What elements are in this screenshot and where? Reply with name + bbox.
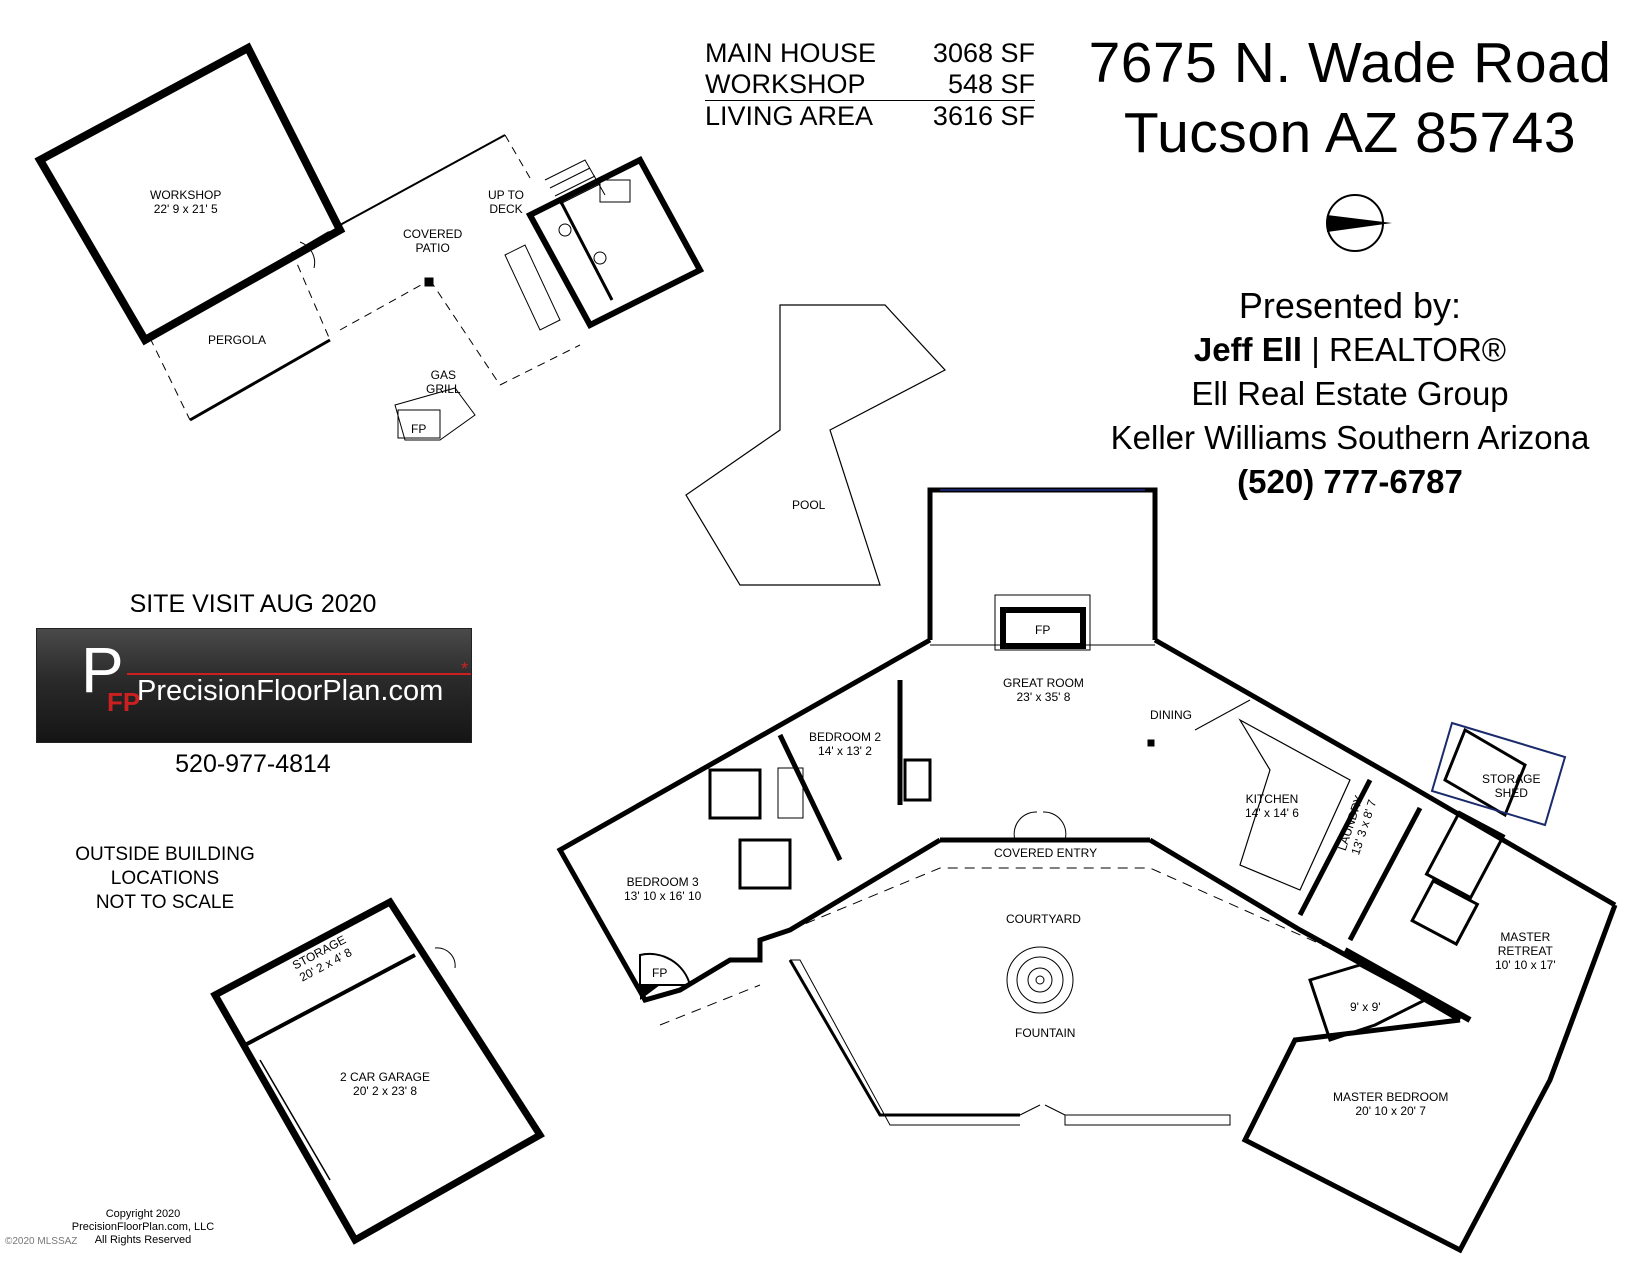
note-line: OUTSIDE BUILDING (75, 844, 255, 865)
outside-buildings-note: OUTSIDE BUILDING LOCATIONS NOT TO SCALE (40, 843, 290, 915)
room-label-up-to-deck: UP TO DECK (488, 188, 524, 216)
room-label-courtyard: COURTYARD (1006, 912, 1081, 926)
room-name: 2 CAR GARAGE (340, 1070, 431, 1084)
room-label-storage-shed: STORAGE SHED (1482, 772, 1540, 800)
room-name: COVERED (403, 227, 463, 241)
presenter-name: Jeff Ell (1193, 331, 1303, 368)
room-name: MASTER (1500, 930, 1551, 944)
pool-outline (685, 304, 946, 586)
copyright-line: Copyright 2020 (105, 1208, 181, 1220)
sqft-row-main-house: MAIN HOUSE 3068 SF (705, 38, 1035, 69)
room-label-covered-patio: COVERED PATIO (403, 227, 462, 255)
room-dims: 20' 10 x 20' 7 (1355, 1104, 1426, 1118)
presented-by-heading: Presented by: (1238, 285, 1462, 326)
square-footage-table: MAIN HOUSE 3068 SF WORKSHOP 548 SF LIVIN… (705, 38, 1035, 132)
sqft-value: 548 SF (947, 69, 1035, 99)
room-name: PATIO (415, 241, 450, 255)
storage-shed-outline (1443, 727, 1527, 818)
room-dims: 20' 2 x 23' 8 (353, 1084, 417, 1098)
note-line: NOT TO SCALE (95, 892, 235, 913)
address-line-2: Tucson AZ 85743 (1123, 101, 1577, 165)
presenter-brokerage: Keller Williams Southern Arizona (1110, 419, 1590, 456)
room-label-great-room: GREAT ROOM 23' x 35' 8 (1003, 676, 1084, 704)
room-dims: 14' x 14' 6 (1245, 806, 1299, 820)
presenter-title: REALTOR® (1328, 331, 1507, 368)
courtyard-outline (659, 739, 1346, 1126)
room-name: BEDROOM 2 (809, 730, 882, 744)
room-dims: 14' x 13' 2 (818, 744, 872, 758)
room-name: SHED (1494, 786, 1528, 800)
site-visit-note: SITE VISIT AUG 2020 (129, 590, 377, 618)
sqft-row-workshop: WORKSHOP 548 SF (705, 69, 1035, 100)
sqft-value: 3616 SF (932, 101, 1035, 131)
room-dims: 23' x 35' 8 (1016, 690, 1071, 704)
note-line: LOCATIONS (110, 868, 220, 889)
logo-monogram: P (81, 634, 124, 706)
room-label-covered-entry: COVERED ENTRY (994, 846, 1098, 860)
room-name: GREAT ROOM (1003, 676, 1084, 690)
room-label-pool: POOL (792, 498, 826, 512)
sqft-label: LIVING AREA (705, 101, 874, 131)
room-label-dining: DINING (1150, 708, 1192, 722)
copyright-block: Copyright 2020 PrecisionFloorPlan.com, L… (18, 1208, 268, 1247)
precision-floor-plan-logo: P FP * PrecisionFloorPlan.com (36, 628, 472, 743)
presenter-name-line: Jeff Ell | REALTOR® (1070, 328, 1630, 372)
copyright-line: PrecisionFloorPlan.com, LLC (71, 1221, 215, 1233)
sqft-value: 3068 SF (932, 38, 1035, 68)
room-name: WORKSHOP (150, 188, 222, 202)
room-label-master-retreat: MASTER RETREAT 10' 10 x 17' (1495, 930, 1556, 972)
north-arrow-icon (1326, 194, 1392, 252)
logo-rule (127, 673, 471, 675)
presenter-group: Ell Real Estate Group (1191, 375, 1509, 412)
copyright-line: All Rights Reserved (94, 1234, 192, 1246)
room-label-bedroom-2: BEDROOM 2 14' x 13' 2 (809, 730, 881, 758)
room-label-master-bedroom: MASTER BEDROOM 20' 10 x 20' 7 (1333, 1090, 1448, 1118)
sqft-row-living-area: LIVING AREA 3616 SF (705, 100, 1035, 132)
room-dims: 22' 9 x 21' 5 (153, 202, 218, 216)
logo-star-icon: * (461, 659, 469, 679)
room-name: DECK (489, 202, 523, 216)
sqft-label: WORKSHOP (705, 69, 866, 99)
garage-building (210, 897, 545, 1245)
room-name: BEDROOM 3 (626, 875, 699, 889)
room-name: KITCHEN (1245, 792, 1299, 806)
workshop-building (34, 42, 346, 422)
covered-patio-structure (339, 134, 705, 441)
room-label-patio-fp: FP (411, 422, 427, 436)
presenter-separator: | (1311, 331, 1320, 368)
room-label-bedroom-3-fp: FP (652, 966, 668, 980)
room-label-pergola: PERGOLA (208, 333, 267, 347)
room-label-kitchen: KITCHEN 14' x 14' 6 (1245, 792, 1299, 820)
logo-sub-monogram: FP (107, 687, 141, 717)
room-name: STORAGE (1482, 772, 1541, 786)
room-name: GAS (430, 368, 457, 382)
room-label-workshop: WORKSHOP 22' 9 x 21' 5 (150, 188, 221, 216)
room-label-closet-9x9: 9' x 9' (1350, 1000, 1381, 1014)
room-name: UP TO (488, 188, 525, 202)
mls-watermark: ©2020 MLSSAZ (5, 1236, 78, 1247)
room-label-bedroom-3: BEDROOM 3 13' 10 x 16' 10 (624, 875, 701, 903)
room-name: RETREAT (1497, 944, 1553, 958)
main-house-walls (556, 637, 1618, 1254)
room-dims: 13' 10 x 16' 10 (624, 889, 702, 903)
address-line-1: 7675 N. Wade Road (1088, 31, 1612, 95)
room-label-gas-grill: GAS GRILL (426, 368, 461, 396)
room-name: MASTER BEDROOM (1333, 1090, 1449, 1104)
presenter-phone: (520) 777-6787 (1237, 463, 1463, 500)
logo-phone: 520-977-4814 (175, 750, 331, 778)
room-dims: 10' 10 x 17' (1495, 958, 1556, 972)
sqft-label: MAIN HOUSE (705, 38, 877, 68)
room-label-garage: 2 CAR GARAGE 20' 2 x 23' 8 (340, 1070, 430, 1098)
great-room-structure (927, 487, 1158, 651)
room-label-fountain: FOUNTAIN (1015, 1026, 1076, 1040)
room-label-great-room-fp: FP (1035, 623, 1051, 637)
logo-name: PrecisionFloorPlan.com (137, 675, 444, 707)
room-name: GRILL (426, 382, 461, 396)
